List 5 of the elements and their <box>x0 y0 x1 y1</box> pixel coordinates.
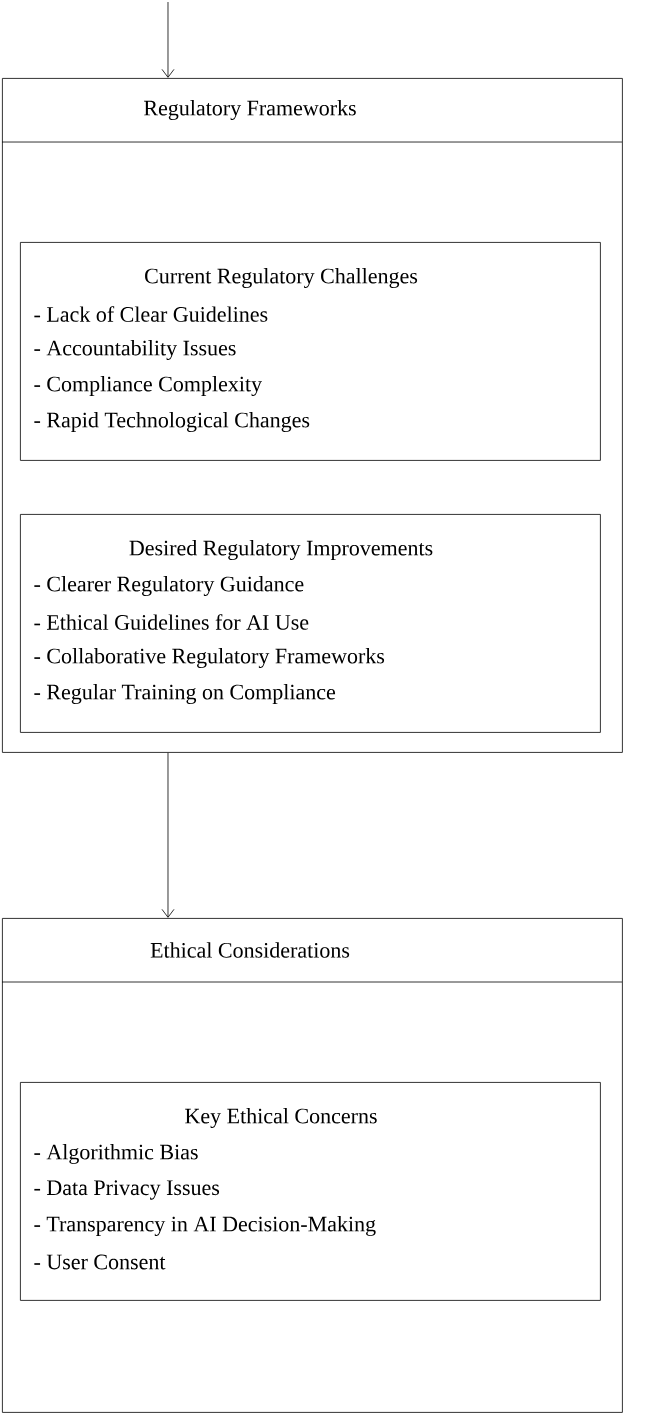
list-box: Key Ethical Concerns - Algorithmic Bias - Data Privacy Issues - Transparency in AI Decision-Making - User Consent <box>20 1082 601 1301</box>
list-box: Desired Regulatory Improvements - Clearer Regulatory Guidance - Ethical Guidelines for AI Use - Collaborative Regulatory Frameworks - Regular Training on Compliance <box>20 514 601 733</box>
arrow <box>161 752 175 918</box>
list-box: Current Regulatory Challenges - Lack of Clear Guidelines - Accountability Issues - Compliance Complexity - Rapid Technological Changes <box>20 242 601 461</box>
arrow <box>161 1 175 78</box>
